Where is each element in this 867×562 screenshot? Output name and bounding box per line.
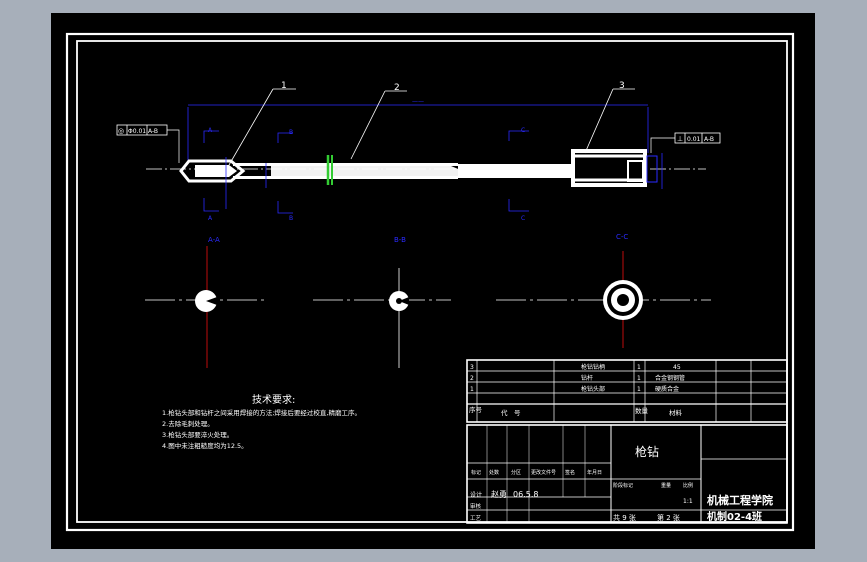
label-change: 更改文件号 [531,469,556,476]
title-block: 标记 处数 分区 更改文件号 签名 年月日 设计 赵勇 06.5.8 审核 工艺… [466,424,788,524]
bom-material: 硬质合金 [655,385,679,393]
section-view-c [496,251,711,348]
balloon-3: 3 [619,81,625,91]
label-count: 处数 [489,469,499,476]
designer-label: 设计 [470,491,482,499]
bom-qty: 1 [637,375,641,382]
ratio-label: 比例 [683,482,693,489]
svg-text:0.01: 0.01 [687,136,701,143]
bom-header-seq: 序号 [469,405,483,414]
marker-b-bottom: B [289,215,293,222]
process-label: 工艺 [470,515,482,522]
part-name: 枪钻 [635,444,659,459]
label-zone: 分区 [511,469,521,476]
tech-req-item: 1.枪钻头部和钻杆之间采用焊接的方法;焊接后要经过校直,精磨工序。 [162,408,361,417]
svg-text:A-B: A-B [704,136,714,143]
bom-no: 3 [470,364,474,371]
bom-name: 枪钻头部 [581,385,605,393]
bom-name: 枪钻钻柄 [581,363,605,371]
tolerance-frame-right: ⊥ 0.01 A-B [650,132,721,153]
svg-text:A-B: A-B [148,128,158,135]
class-name: 机制02-4班 [707,510,762,523]
bom-qty: 1 [637,364,641,371]
tech-req-item: 4.图中未注粗糙度均为12.5。 [162,441,248,450]
label-sign: 签名 [565,469,575,476]
bom-material: 合金钢钢管 [655,374,685,382]
balloon-2: 2 [394,83,400,93]
overall-dimension [187,104,649,163]
bom-header-code: 代 号 [501,408,521,417]
section-label-a: A-A [208,236,220,244]
design-date: 06.5.8 [513,490,538,499]
marker-a-top: A [208,127,213,134]
review-label: 审核 [470,502,482,510]
outer-frame [65,32,795,532]
label-mark: 标记 [471,469,481,476]
technical-requirements: 技术要求: 1.枪钻头部和钻杆之间采用焊接的方法;焊接后要经过校直,精磨工序。 … [162,393,361,450]
balloon-1: 1 [281,81,287,91]
leaders [228,88,635,166]
sheets-total: 共 9 张 [613,513,636,522]
drill-handle[interactable] [571,149,658,187]
sheet-number: 第 2 张 [657,513,680,522]
section-label-c: C-C [616,233,628,241]
tolerance-frame-left: ◎ Φ0.01 A-B [116,124,180,163]
marker-b-top: B [289,129,293,136]
bom-header-qty: 数量 [635,406,649,415]
tech-req-title: 技术要求: [252,393,295,406]
bom-table: 3 枪钻钻柄 1 45 2 钻杆 1 合金钢钢管 1 枪钻头部 1 硬质合金 序… [466,359,788,423]
section-view-a [145,246,267,368]
section-view-b [313,268,451,368]
section-label-b: B-B [394,236,406,244]
bom-material: 45 [673,364,681,371]
marker-a-bottom: A [208,215,213,222]
tech-req-item: 3.枪钻头部要淬火处理。 [162,430,233,439]
drawing-viewport[interactable]: —— A A B B C C [51,13,815,549]
drill-shaft[interactable] [233,155,573,185]
school-name: 机械工程学院 [707,493,773,507]
svg-text:⊥: ⊥ [677,135,683,143]
bom-header-material: 材料 [669,408,683,417]
svg-text:◎: ◎ [118,127,124,135]
label-date: 年月日 [587,469,602,476]
weight-label: 重量 [661,482,671,489]
tech-req-item: 2.去除毛刺处理。 [162,419,214,428]
bom-no: 1 [470,386,474,393]
stage-label: 阶段标记 [613,482,633,489]
bom-name: 钻杆 [581,374,593,382]
scale-value: 1:1 [683,498,693,505]
marker-c-top: C [521,127,525,134]
marker-c-bottom: C [521,215,525,222]
svg-text:Φ0.01: Φ0.01 [128,128,146,135]
inner-frame [76,40,788,523]
cad-drawing: —— A A B B C C [65,32,795,532]
bom-no: 2 [470,375,474,382]
section-marks [203,130,663,214]
bom-qty: 1 [637,386,641,393]
designer-name: 赵勇 [491,489,507,499]
overall-dimension-value: —— [412,98,424,105]
